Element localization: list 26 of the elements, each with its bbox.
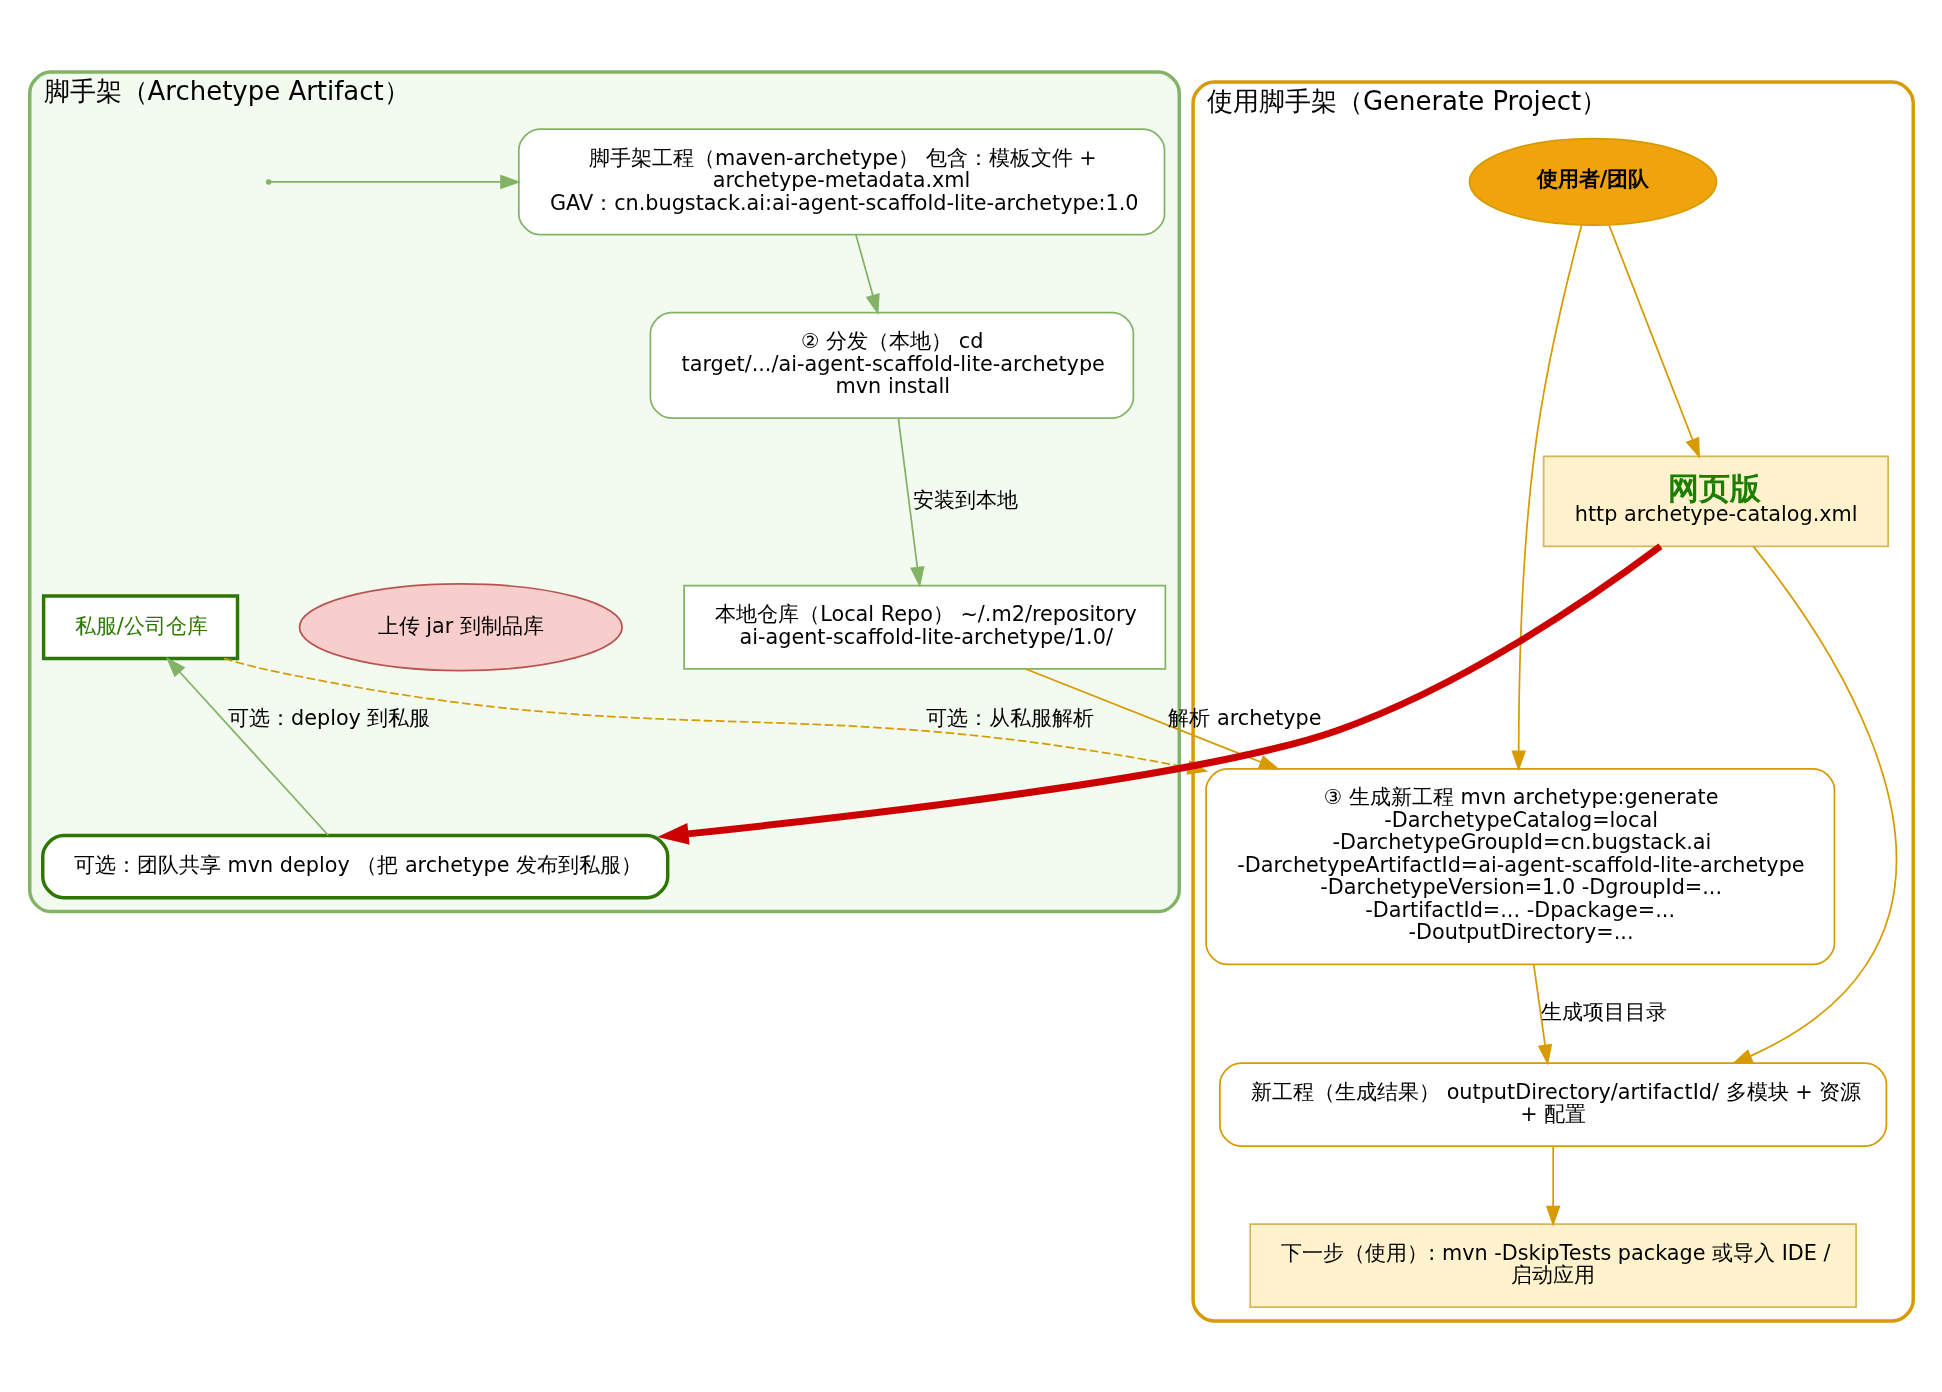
edge-label: 可选：从私服解析 [925, 705, 1094, 730]
arrow [897, 417, 925, 588]
node-box: 新工程（生成结果） outputDirectory/artifactId/ 多模块 + 资源 + 配置 [1218, 1061, 1887, 1147]
arrow [656, 543, 1662, 845]
arrow [854, 233, 880, 315]
node-box: 私服/公司仓库 [41, 593, 239, 660]
node-box: 脚手架工程（maven-archetype） 包含：模板文件 + archetype-metadata.xml GAV：cn.bugstack.ai:ai-agent-scaffold-lite-archetype:1.0 [517, 127, 1165, 236]
node-box: 可选：团队共享 mvn deploy （把 archetype 发布到私服） [40, 833, 669, 899]
edge-label: 可选：deploy 到私服 [227, 705, 431, 730]
edge-label: 生成项目目录 [1540, 999, 1667, 1024]
arrow [1510, 223, 1583, 771]
node-ellipse: 上传 jar 到制品库 [298, 582, 623, 671]
arrow [1607, 223, 1700, 459]
arrow [1024, 667, 1280, 770]
node-box: ② 分发（本地） cd target/.../ai-agent-scaffold-lite-archetype mvn install [649, 311, 1134, 419]
arrow [1532, 963, 1552, 1065]
node-ellipse: 使用者/团队 [1468, 137, 1717, 226]
node-box: ③ 生成新工程 mvn archetype:generate -DarchetypeCatalog=local -DarchetypeGroupId=cn.bugstack.ai -DarchetypeArtifactId=ai-agent-scaffold-lite-archetype -DarchetypeVersion=1.0 -DgroupId=... -DartifactId=... -Dpackage=... -DoutputDirectory=... [1204, 767, 1835, 965]
node-box: 本地仓库（Local Repo） ~/.m2/repository ai-agent-scaffold-lite-archetype/1.0/ [682, 584, 1166, 670]
arrow [1731, 545, 1897, 1064]
arrow [269, 174, 521, 189]
arrow [1545, 1145, 1560, 1227]
arrow [165, 656, 329, 836]
node-box: 网页版 http archetype-catalog.xml [1542, 454, 1889, 547]
node-box: 下一步（使用）: mvn -DskipTests package 或导入 IDE / 启动应用 [1248, 1222, 1857, 1308]
edge-label: 安装到本地 [912, 487, 1018, 512]
